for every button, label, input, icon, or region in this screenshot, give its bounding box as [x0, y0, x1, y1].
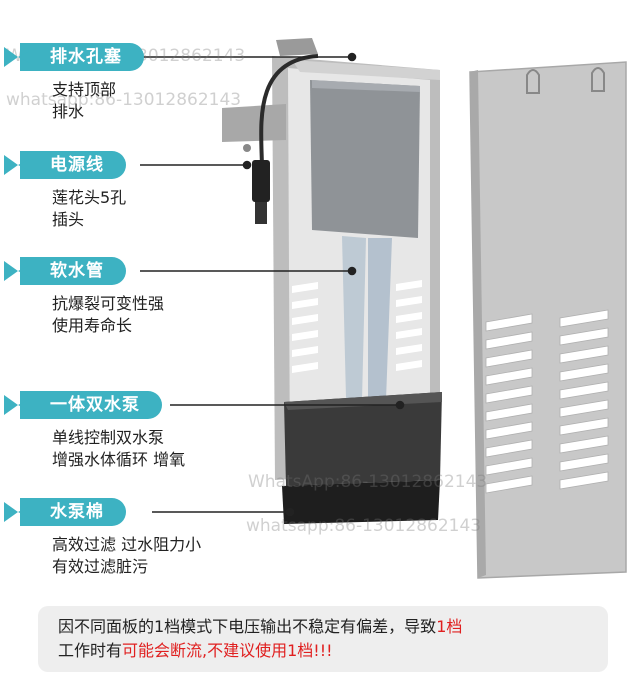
vent-slot	[485, 313, 533, 332]
callout-label: 排水孔塞	[50, 47, 122, 67]
notice-highlight: 1档	[436, 617, 463, 636]
vent-slot	[485, 349, 533, 368]
body-slots-right	[396, 280, 422, 371]
vent-slot	[559, 309, 609, 328]
vent-slot	[396, 296, 422, 307]
vent-slot	[485, 367, 533, 386]
notice-text: 工作时有	[58, 641, 123, 660]
vent-slot	[485, 421, 533, 440]
description-line: 插头	[52, 210, 85, 229]
callout-power-cord: 电源线 莲花头5孔 插头	[4, 151, 126, 231]
vent-slot	[396, 312, 422, 323]
warning-notice: 因不同面板的1档模式下电压输出不稳定有偏差，导致1档 工作时有可能会断流,不建议…	[38, 606, 608, 672]
watermark: whatsapp:86-13012862143	[246, 516, 482, 536]
main-body	[222, 38, 442, 524]
description-line: 增强水体循环 增氧	[52, 450, 186, 469]
callout-label-pill: 水泵棉	[4, 498, 126, 526]
vent-slot	[559, 417, 609, 436]
vent-slot	[485, 385, 533, 404]
vent-slot	[559, 363, 609, 382]
description-line: 莲花头5孔	[52, 188, 127, 207]
vent-slot	[559, 327, 609, 346]
description-line: 有效过滤脏污	[52, 557, 149, 576]
vent-slot	[292, 298, 318, 309]
front-panel-slots	[485, 309, 609, 494]
fish-tail-icon	[4, 47, 30, 67]
vent-slot	[485, 439, 533, 458]
vent-slot	[485, 475, 533, 494]
vent-slot	[559, 453, 609, 472]
watermark: WhatsApp:86-13012862143	[248, 472, 488, 492]
leader-lines	[140, 52, 405, 517]
description-line: 使用寿命长	[52, 316, 133, 335]
callout-label-pill: 软水管	[4, 257, 126, 285]
callout-label-pill: 排水孔塞	[4, 43, 144, 71]
callout-description: 高效过滤 过水阻力小 有效过滤脏污	[52, 534, 201, 578]
description-line: 排水	[52, 102, 85, 121]
callout-label: 水泵棉	[50, 502, 104, 522]
vent-slot	[559, 435, 609, 454]
vent-slot	[559, 399, 609, 418]
notice-text: 因不同面板的1档模式下电压输出不稳定有偏差，导致	[58, 617, 437, 636]
vent-slot	[292, 314, 318, 325]
vent-slot	[559, 345, 609, 364]
fish-tail-icon	[4, 395, 30, 415]
notice-highlight: 可能会断流,不建议使用1档!!!	[122, 641, 333, 660]
vent-slot	[485, 331, 533, 350]
callout-label: 软水管	[50, 261, 104, 281]
description-line: 高效过滤 过水阻力小	[52, 535, 202, 554]
callout-dual-pump: 一体双水泵 单线控制双水泵 增强水体循环 增氧	[4, 391, 185, 471]
callout-description: 支持顶部 排水	[52, 79, 144, 123]
vent-slot	[396, 344, 422, 355]
callout-description: 抗爆裂可变性强 使用寿命长	[52, 293, 164, 337]
fish-tail-icon	[4, 502, 30, 522]
callout-label: 一体双水泵	[50, 395, 140, 415]
callout-label: 电源线	[50, 155, 104, 175]
callout-drain-plug: 排水孔塞 支持顶部 排水	[4, 43, 144, 123]
vent-slot	[292, 362, 318, 373]
callout-pump-sponge: 水泵棉 高效过滤 过水阻力小 有效过滤脏污	[4, 498, 201, 578]
callout-hose: 软水管 抗爆裂可变性强 使用寿命长	[4, 257, 164, 337]
vent-slot	[559, 471, 609, 490]
watermark: whatsapp:86-13012862143	[6, 90, 242, 110]
vent-slot	[485, 457, 533, 476]
body-slots-left	[292, 282, 318, 373]
vent-slot	[396, 280, 422, 291]
callout-label-pill: 电源线	[4, 151, 126, 179]
vent-slot	[292, 282, 318, 293]
vent-slot	[485, 403, 533, 422]
description-line: 支持顶部	[52, 80, 117, 99]
vent-slot	[396, 328, 422, 339]
vent-slot	[292, 346, 318, 357]
vent-slot	[559, 381, 609, 400]
vent-slot	[292, 330, 318, 341]
callout-label-pill: 一体双水泵	[4, 391, 162, 419]
fish-tail-icon	[4, 261, 30, 281]
description-line: 单线控制双水泵	[52, 428, 165, 447]
callout-description: 单线控制双水泵 增强水体循环 增氧	[52, 427, 185, 471]
fish-tail-icon	[4, 155, 30, 175]
callout-description: 莲花头5孔 插头	[52, 187, 126, 231]
filter-device-illustration	[140, 38, 627, 579]
vent-slot	[396, 360, 422, 371]
description-line: 抗爆裂可变性强	[52, 294, 165, 313]
